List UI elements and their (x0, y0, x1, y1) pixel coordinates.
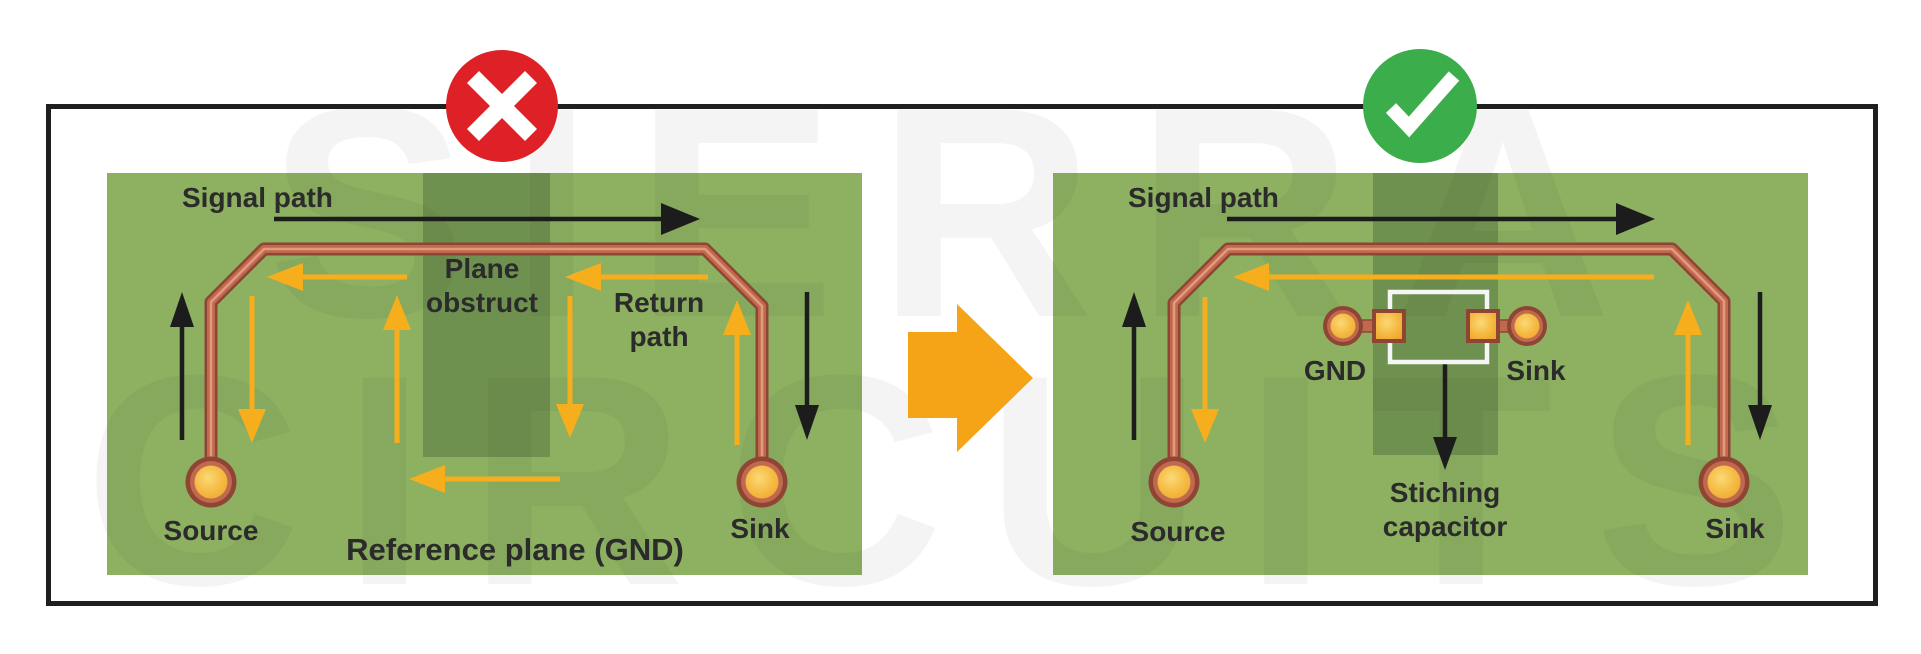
transform-arrow-icon (908, 304, 1033, 452)
left-signal-path-label: Signal path (182, 182, 333, 213)
left-sink-label: Sink (730, 513, 790, 544)
right-signal-trace (1167, 242, 1731, 488)
signal-direction-arrows-right (1122, 203, 1772, 470)
left-reference-plane-label: Reference plane (GND) (346, 532, 684, 567)
return-path-arrows-left (238, 263, 751, 493)
right-sink-label: Sink (1705, 513, 1765, 544)
source-pad-right (1148, 456, 1200, 508)
right-gnd-label: GND (1303, 355, 1367, 386)
stitching-capacitor (1323, 289, 1547, 365)
right-source-label: Source (1130, 516, 1226, 547)
source-pad-left (185, 456, 237, 508)
outer-frame (46, 104, 1878, 606)
right-signal-path-label: Signal path (1128, 182, 1279, 213)
left-return-path-label: Return path (613, 287, 705, 353)
signal-direction-arrows-left (170, 203, 819, 440)
return-path-arrows-right (1191, 263, 1702, 445)
left-signal-trace (204, 242, 769, 488)
right-component-sink-label: Sink (1506, 355, 1566, 386)
left-plane-obstruct-label: Plane obstruct (426, 253, 538, 319)
gnd-via-pad (1323, 306, 1363, 346)
check-mark-icon (1363, 49, 1477, 163)
right-stitching-capacitor-label: Stiching capacitor (1382, 477, 1508, 543)
sink-via-pad (1507, 306, 1547, 346)
left-source-label: Source (163, 515, 259, 546)
sink-pad-right (1698, 456, 1750, 508)
sink-pad-left (736, 456, 788, 508)
x-mark-icon (446, 50, 558, 162)
